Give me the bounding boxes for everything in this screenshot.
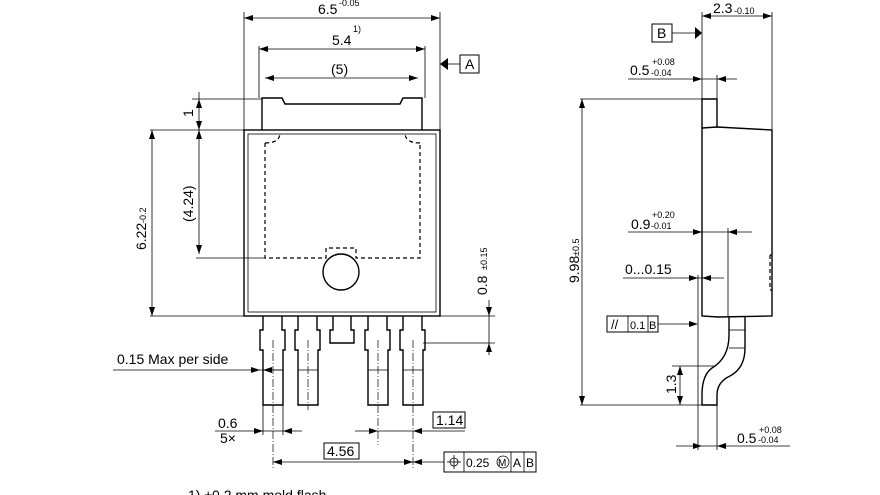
- dim-pad-height: (4.24): [180, 185, 196, 222]
- side-view: 2.3 -0.10 B 0.5 +0.08 -0.04 9.98 ±0.5 0.…: [566, 0, 790, 450]
- body-outline: [243, 129, 441, 317]
- side-lead: [701, 317, 746, 406]
- pad-corners: [264, 132, 421, 144]
- dim-thickness: 2.3: [713, 0, 733, 16]
- svg-text:B: B: [526, 456, 534, 470]
- dim-pitch: 1.14: [436, 412, 463, 428]
- body-bevel: [247, 133, 437, 313]
- svg-text:+0.08: +0.08: [759, 425, 782, 435]
- side-body: [701, 126, 773, 318]
- dim-total-height: 9.98: [566, 256, 582, 283]
- svg-text:-0.04: -0.04: [651, 68, 672, 78]
- datum-b: B: [657, 25, 666, 41]
- lead-flash-label: 0.15 Max per side: [117, 351, 228, 367]
- svg-text:-0.01: -0.01: [651, 221, 672, 231]
- dim-span: 4.56: [327, 443, 354, 459]
- ejector-pin-mark: [322, 253, 360, 291]
- dim-lead-offset: 0.9: [631, 216, 651, 232]
- svg-text:+0.08: +0.08: [652, 57, 675, 67]
- dim-standoff: 0.8: [474, 275, 490, 295]
- datum-a: A: [465, 56, 475, 72]
- lead-count: 5×: [220, 430, 236, 446]
- side-tab: [701, 98, 718, 128]
- dim-width-mold: 5.4: [332, 32, 352, 48]
- leads: [259, 316, 426, 468]
- dim-tab-thickness: 0.5: [630, 62, 650, 78]
- dim-width-ref: (5): [331, 61, 348, 77]
- svg-text:A: A: [513, 456, 521, 470]
- dim-body-height: 6.22: [133, 223, 149, 250]
- lead-width: 0.6: [218, 415, 238, 431]
- dim-coplanarity: 0...0.15: [625, 261, 672, 277]
- exposed-pad-outline: [264, 143, 421, 259]
- svg-text:0.1: 0.1: [630, 320, 645, 332]
- svg-text:B: B: [649, 320, 656, 332]
- parallelism-frame: // 0.1 B: [606, 315, 698, 333]
- svg-text:+0.20: +0.20: [652, 210, 675, 220]
- svg-text:0.25: 0.25: [466, 456, 490, 470]
- svg-text:-0.2: -0.2: [138, 207, 148, 223]
- svg-text:-0.10: -0.10: [734, 6, 755, 16]
- svg-text:1): 1): [353, 24, 361, 34]
- svg-text:±0.5: ±0.5: [571, 239, 581, 256]
- footnote: 1) ±0.2 mm mold flash: [188, 487, 326, 495]
- front-view: 6.5 -0.05 5.4 1) (5) A 1 (4.24) 6.22 -0.…: [113, 0, 537, 473]
- dim-width-overall: 6.5: [318, 1, 338, 17]
- svg-text:-0.04: -0.04: [758, 435, 779, 445]
- svg-text:-0.05: -0.05: [339, 0, 360, 8]
- dim-lead-bend: 1.3: [663, 374, 679, 394]
- position-tolerance-frame: 0.25 M A B: [443, 451, 537, 473]
- dim-lead-thickness: 0.5: [737, 430, 757, 446]
- mmc-modifier: M: [498, 458, 506, 469]
- dim-tab-height: 1: [180, 109, 196, 117]
- svg-text:±0.15: ±0.15: [479, 248, 489, 270]
- tab-outline: [261, 97, 423, 130]
- parallelism-icon: //: [611, 317, 619, 332]
